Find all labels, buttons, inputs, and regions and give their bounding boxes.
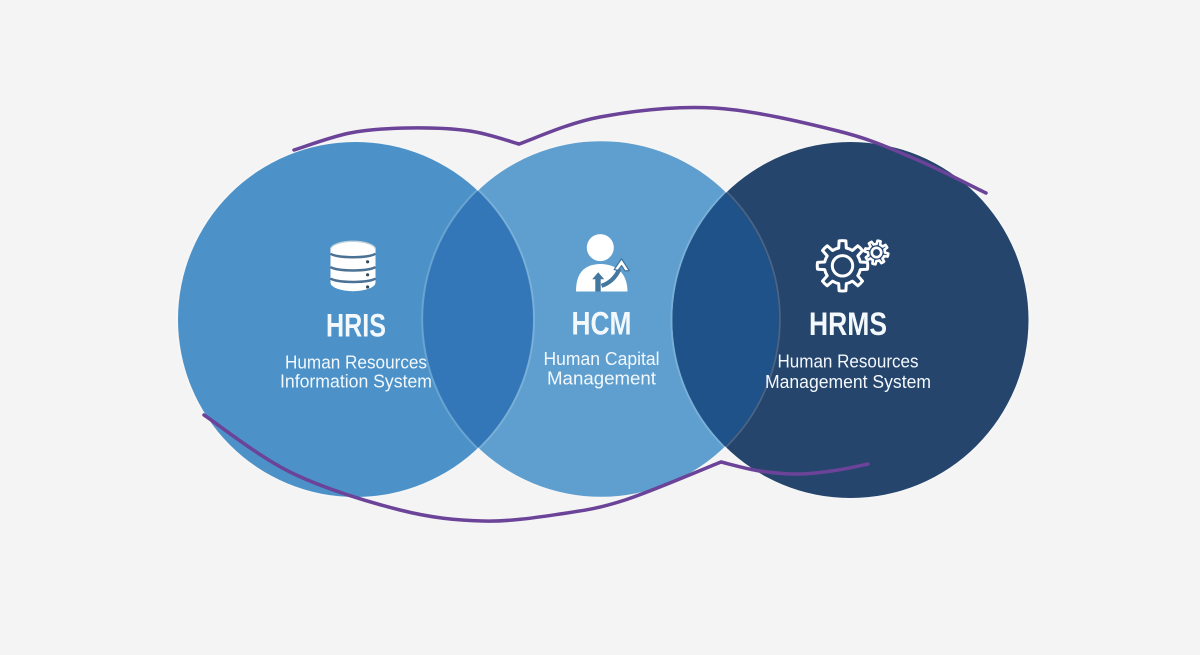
svg-text:HRIS: HRIS [326, 308, 386, 344]
svg-text:Human Capital: Human Capital [544, 349, 660, 369]
svg-text:HRMS: HRMS [809, 306, 887, 342]
svg-text:Human Resources: Human Resources [778, 352, 919, 372]
svg-text:HCM: HCM [572, 306, 632, 342]
svg-text:Management System: Management System [765, 372, 931, 392]
svg-text:Human Resources: Human Resources [285, 353, 427, 373]
svg-text:Management: Management [547, 369, 656, 389]
svg-text:Information System: Information System [280, 372, 432, 392]
